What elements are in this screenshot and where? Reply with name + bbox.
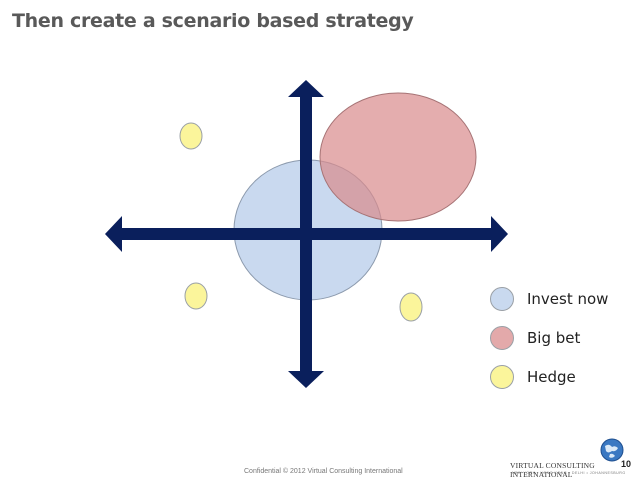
hedge-ellipse	[399, 292, 423, 322]
hedge-ellipse	[184, 282, 208, 310]
brand-locations: NEW YORK • HONG KONG • DELHI • JOHANNESB…	[512, 471, 626, 475]
big-bet-ellipse	[319, 92, 477, 222]
footer-confidential: Confidential © 2012 Virtual Consulting I…	[244, 468, 403, 475]
legend-swatch	[490, 365, 514, 389]
legend-label: Big bet	[527, 329, 581, 347]
legend-swatch	[490, 326, 514, 350]
axes	[105, 80, 508, 388]
legend-label: Hedge	[527, 368, 576, 386]
hedge-ellipse	[179, 122, 203, 150]
legend-swatch	[490, 287, 514, 311]
legend-item-big-bet: Big bet	[490, 326, 580, 350]
slide-title: Then create a scenario based strategy	[12, 10, 414, 32]
vertical-axis-arrow	[288, 80, 324, 388]
legend-item-invest-now: Invest now	[490, 287, 608, 311]
brand-name: VIRTUAL CONSULTING INTERNATIONAL	[510, 461, 595, 479]
legend-item-hedge: Hedge	[490, 365, 576, 389]
page-number: 10	[621, 459, 632, 469]
globe-icon	[600, 438, 624, 462]
legend-label: Invest now	[527, 290, 609, 308]
